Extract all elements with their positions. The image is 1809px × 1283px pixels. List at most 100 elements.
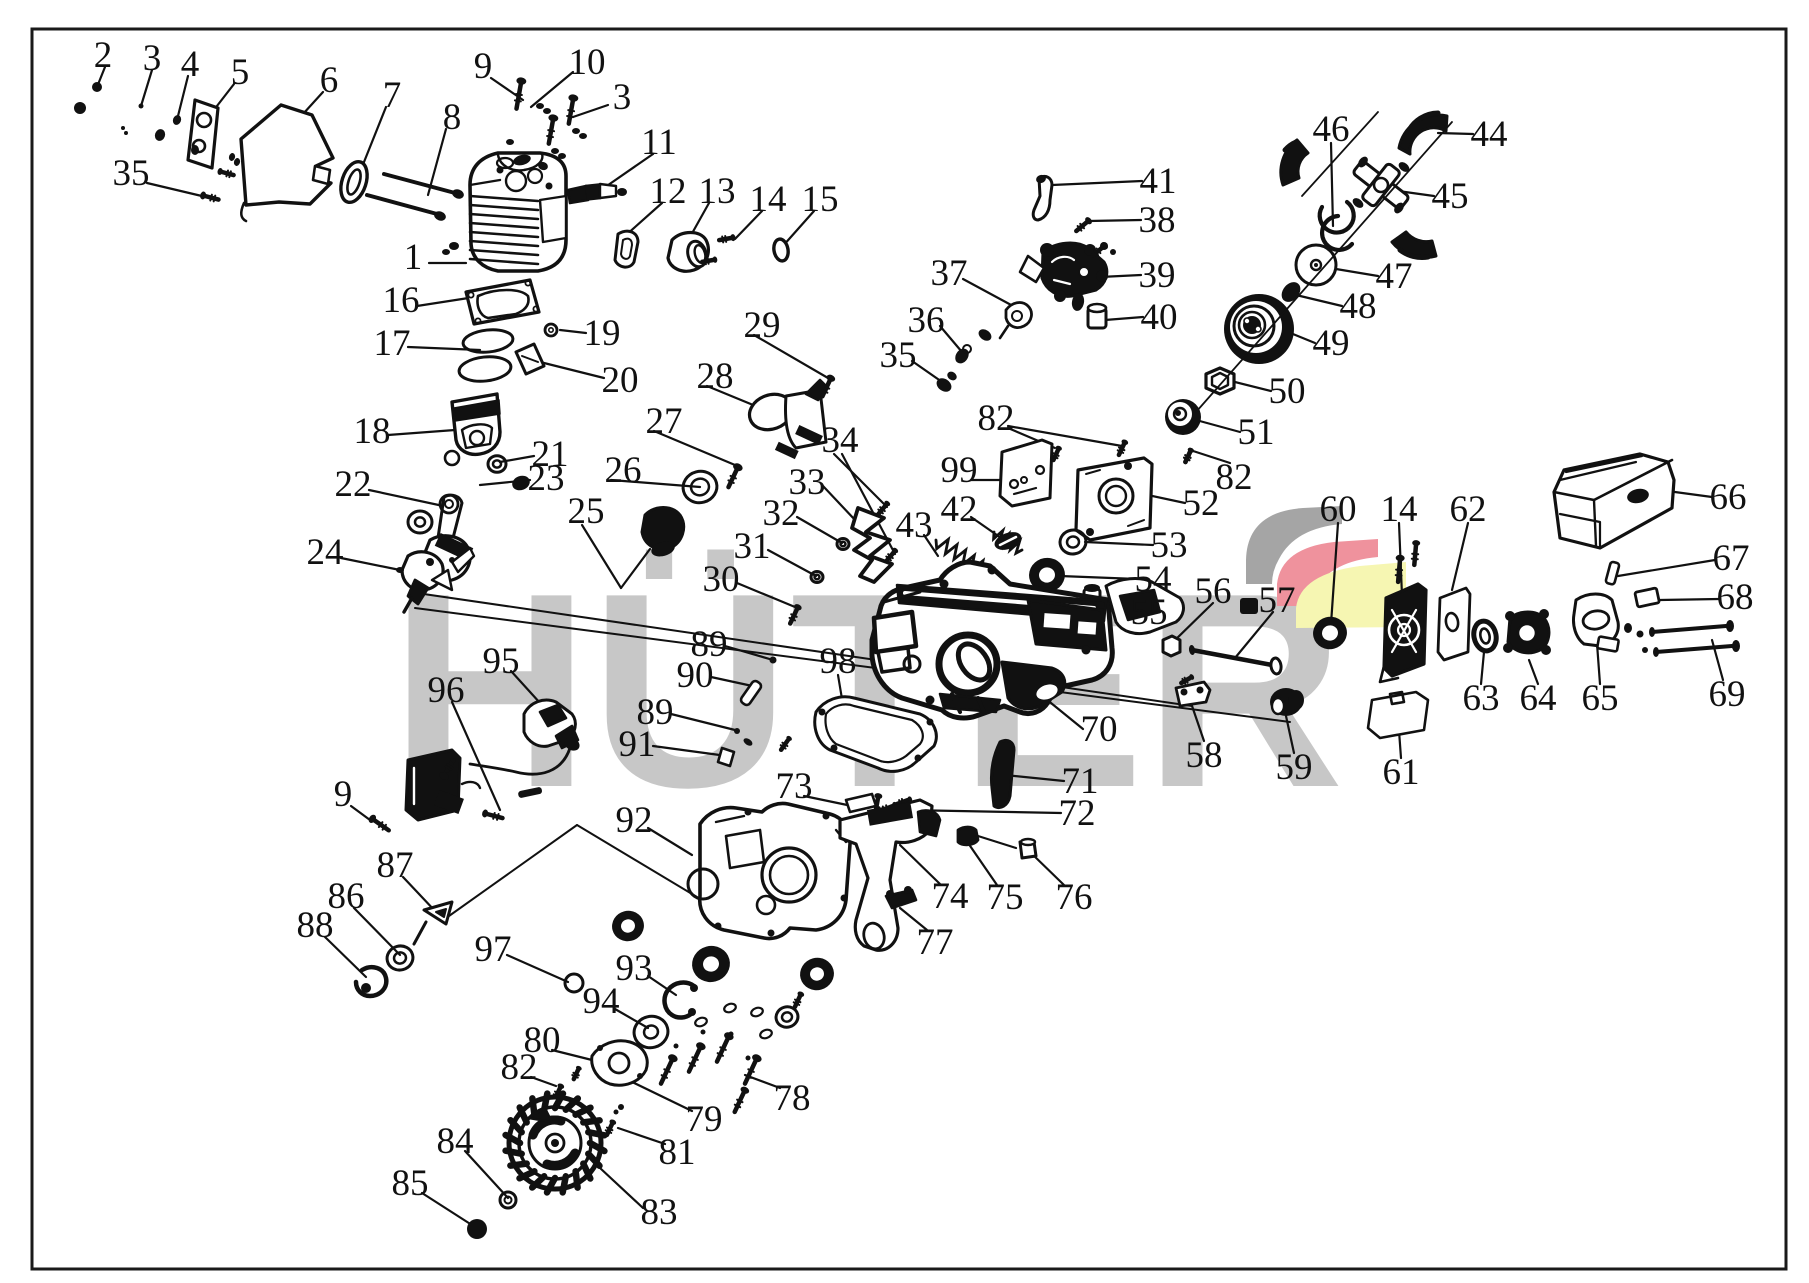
svg-text:3: 3 bbox=[143, 38, 162, 79]
svg-text:38: 38 bbox=[1139, 200, 1176, 241]
svg-text:98: 98 bbox=[820, 641, 857, 682]
svg-text:84: 84 bbox=[437, 1121, 474, 1162]
svg-text:53: 53 bbox=[1151, 525, 1188, 566]
svg-text:49: 49 bbox=[1313, 323, 1350, 364]
svg-text:41: 41 bbox=[1140, 161, 1177, 202]
svg-text:40: 40 bbox=[1141, 297, 1178, 338]
svg-text:14: 14 bbox=[750, 179, 787, 220]
svg-text:90: 90 bbox=[677, 655, 714, 696]
svg-text:74: 74 bbox=[932, 876, 969, 917]
svg-text:60: 60 bbox=[1320, 489, 1357, 530]
svg-text:35: 35 bbox=[880, 335, 917, 376]
svg-text:52: 52 bbox=[1183, 483, 1220, 524]
svg-text:62: 62 bbox=[1450, 489, 1487, 530]
svg-text:64: 64 bbox=[1520, 678, 1557, 719]
svg-text:57: 57 bbox=[1259, 580, 1296, 621]
svg-text:91: 91 bbox=[619, 724, 656, 765]
svg-text:4: 4 bbox=[181, 44, 200, 85]
svg-text:92: 92 bbox=[616, 800, 653, 841]
svg-text:51: 51 bbox=[1238, 412, 1275, 453]
svg-text:3: 3 bbox=[613, 77, 632, 118]
svg-text:29: 29 bbox=[744, 305, 781, 346]
svg-text:15: 15 bbox=[802, 179, 839, 220]
svg-text:48: 48 bbox=[1340, 286, 1377, 327]
svg-text:17: 17 bbox=[374, 323, 411, 364]
svg-text:58: 58 bbox=[1186, 735, 1223, 776]
svg-text:65: 65 bbox=[1582, 678, 1619, 719]
svg-text:22: 22 bbox=[335, 464, 372, 505]
svg-text:44: 44 bbox=[1471, 114, 1508, 155]
svg-text:7: 7 bbox=[383, 75, 402, 116]
svg-text:76: 76 bbox=[1056, 877, 1093, 918]
svg-text:82: 82 bbox=[1216, 457, 1253, 498]
svg-text:69: 69 bbox=[1709, 674, 1746, 715]
svg-text:82: 82 bbox=[501, 1047, 538, 1088]
svg-text:30: 30 bbox=[703, 559, 740, 600]
svg-text:26: 26 bbox=[605, 450, 642, 491]
svg-text:81: 81 bbox=[659, 1132, 696, 1173]
svg-text:33: 33 bbox=[789, 462, 826, 503]
svg-text:39: 39 bbox=[1139, 255, 1176, 296]
svg-text:56: 56 bbox=[1195, 571, 1232, 612]
svg-text:87: 87 bbox=[377, 845, 414, 886]
svg-text:31: 31 bbox=[734, 526, 771, 567]
svg-text:70: 70 bbox=[1081, 709, 1118, 750]
svg-text:88: 88 bbox=[297, 905, 334, 946]
svg-text:78: 78 bbox=[774, 1078, 811, 1119]
svg-text:93: 93 bbox=[616, 948, 653, 989]
svg-text:28: 28 bbox=[697, 356, 734, 397]
svg-text:82: 82 bbox=[978, 398, 1015, 439]
svg-text:11: 11 bbox=[641, 122, 677, 163]
svg-text:77: 77 bbox=[917, 922, 954, 963]
svg-text:61: 61 bbox=[1383, 752, 1420, 793]
svg-text:43: 43 bbox=[896, 505, 933, 546]
svg-text:1: 1 bbox=[404, 237, 423, 278]
svg-text:12: 12 bbox=[650, 171, 687, 212]
svg-text:71: 71 bbox=[1062, 761, 1099, 802]
svg-text:83: 83 bbox=[641, 1192, 678, 1233]
svg-text:14: 14 bbox=[1381, 489, 1418, 530]
svg-text:19: 19 bbox=[584, 313, 621, 354]
svg-text:50: 50 bbox=[1269, 371, 1306, 412]
svg-text:79: 79 bbox=[686, 1099, 723, 1140]
svg-text:47: 47 bbox=[1376, 256, 1413, 297]
svg-text:45: 45 bbox=[1432, 176, 1469, 217]
svg-text:9: 9 bbox=[334, 774, 353, 815]
svg-text:55: 55 bbox=[1131, 592, 1168, 633]
svg-text:16: 16 bbox=[383, 280, 420, 321]
svg-text:37: 37 bbox=[931, 253, 968, 294]
svg-text:21: 21 bbox=[532, 434, 569, 475]
svg-text:75: 75 bbox=[987, 877, 1024, 918]
svg-text:32: 32 bbox=[763, 493, 800, 534]
svg-text:13: 13 bbox=[699, 171, 736, 212]
svg-text:25: 25 bbox=[568, 491, 605, 532]
svg-text:18: 18 bbox=[354, 411, 391, 452]
svg-text:97: 97 bbox=[475, 929, 512, 970]
svg-text:95: 95 bbox=[483, 641, 520, 682]
svg-text:80: 80 bbox=[524, 1020, 561, 1061]
svg-text:9: 9 bbox=[474, 46, 493, 87]
svg-text:24: 24 bbox=[307, 532, 344, 573]
svg-text:73: 73 bbox=[776, 766, 813, 807]
svg-text:35: 35 bbox=[113, 153, 150, 194]
svg-text:8: 8 bbox=[443, 97, 462, 138]
svg-text:66: 66 bbox=[1710, 477, 1747, 518]
svg-text:46: 46 bbox=[1313, 109, 1350, 150]
svg-text:27: 27 bbox=[646, 401, 683, 442]
svg-text:63: 63 bbox=[1463, 678, 1500, 719]
svg-text:85: 85 bbox=[392, 1163, 429, 1204]
svg-text:42: 42 bbox=[941, 489, 978, 530]
svg-text:86: 86 bbox=[328, 876, 365, 917]
svg-text:23: 23 bbox=[528, 458, 565, 499]
svg-text:10: 10 bbox=[569, 42, 606, 83]
svg-text:89: 89 bbox=[691, 624, 728, 665]
svg-text:89: 89 bbox=[637, 692, 674, 733]
svg-text:54: 54 bbox=[1135, 559, 1172, 600]
svg-text:5: 5 bbox=[231, 52, 250, 93]
svg-text:20: 20 bbox=[602, 360, 639, 401]
svg-text:72: 72 bbox=[1059, 793, 1096, 834]
svg-text:59: 59 bbox=[1276, 747, 1313, 788]
svg-text:36: 36 bbox=[908, 300, 945, 341]
svg-text:99: 99 bbox=[941, 450, 978, 491]
svg-text:6: 6 bbox=[320, 60, 339, 101]
